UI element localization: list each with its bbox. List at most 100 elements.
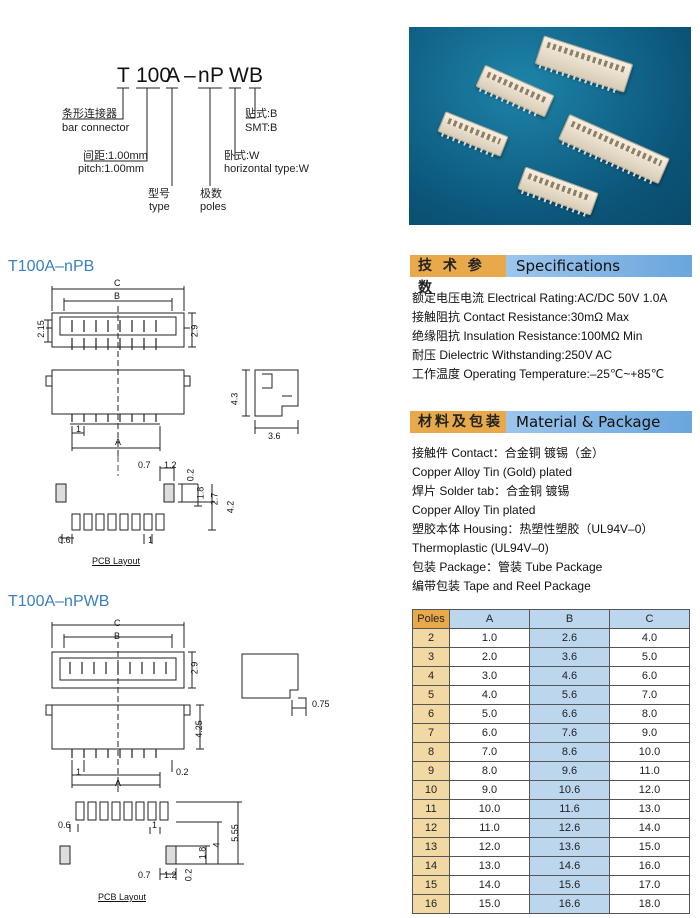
- table-cell: 12.0: [609, 780, 690, 800]
- table-cell: 10: [412, 780, 450, 800]
- specifications-list: 额定电压电流 Electrical Rating:AC/DC 50V 1.0A …: [412, 289, 667, 384]
- table-cell: 4.0: [449, 685, 530, 705]
- table-cell: 4: [412, 666, 450, 686]
- specifications-banner: 技 术 参 数 Specifications: [410, 255, 692, 296]
- table-cell: 2.6: [529, 628, 610, 648]
- table-cell: 6.0: [449, 723, 530, 743]
- npwb-dim-075: 0.75: [312, 699, 330, 709]
- note-pitch-cn: 间距:1.00mm: [83, 150, 148, 162]
- table-cell: 5.0: [449, 704, 530, 724]
- table-cell: 8.0: [449, 761, 530, 781]
- npb-pcb-layout-label: PCB Layout: [92, 556, 141, 566]
- table-cell: 8.0: [609, 704, 690, 724]
- note-bar-en: bar connector: [62, 122, 130, 134]
- table-cell: 6.0: [609, 666, 690, 686]
- material-list: 接触件 Contact：合金铜 镀锡（金） Copper Alloy Tin (…: [412, 444, 653, 596]
- npb-dim-c: C: [114, 278, 121, 288]
- table-cell: 16: [412, 894, 450, 914]
- table-cell: 15.0: [449, 894, 530, 914]
- section-title-npb: T100A–nPB: [8, 258, 95, 275]
- table-cell: 9: [412, 761, 450, 781]
- table-cell: 9.0: [609, 723, 690, 743]
- table-header-row: Poles A B C: [412, 609, 690, 629]
- connector-image-1: [534, 35, 634, 95]
- npwb-dim-12: 1.2: [164, 870, 177, 880]
- table-cell: 13.0: [609, 799, 690, 819]
- table-cell: 7.0: [449, 742, 530, 762]
- npwb-dim-555: 5.55: [229, 824, 240, 842]
- table-header-b: B: [529, 609, 610, 629]
- table-cell: 16.0: [609, 856, 690, 876]
- table-cell: 8: [412, 742, 450, 762]
- table-cell: 2.0: [449, 647, 530, 667]
- note-poles-en: poles: [200, 201, 227, 213]
- pn-seg-dash: –: [184, 64, 196, 87]
- note-horiz-cn: 卧式:W: [224, 150, 260, 162]
- table-cell: 14.6: [529, 856, 610, 876]
- npwb-dim-4: 4: [211, 842, 222, 848]
- table-cell: 4.0: [609, 628, 690, 648]
- table-cell: 9.0: [449, 780, 530, 800]
- spec-line: 耐压 Dielectric Withstanding:250V AC: [412, 348, 613, 362]
- spec-line: 额定电压电流 Electrical Rating:AC/DC 50V 1.0A: [412, 291, 668, 305]
- note-poles-cn: 极数: [200, 188, 222, 200]
- pn-seg-w: W: [229, 64, 249, 87]
- table-cell: 18.0: [609, 894, 690, 914]
- table-cell: 15: [412, 875, 450, 895]
- table-cell: 5.0: [609, 647, 690, 667]
- table-cell: 17.0: [609, 875, 690, 895]
- npb-dim-1: 1: [76, 424, 82, 434]
- note-type-cn: 型号: [148, 188, 170, 200]
- table-cell: 14.0: [449, 875, 530, 895]
- npwb-dim-a: A: [115, 778, 122, 788]
- drawing-npwb: [45, 622, 307, 880]
- table-cell: 12.0: [449, 837, 530, 857]
- connector-image-2: [475, 64, 555, 119]
- table-cell: 11.6: [529, 799, 610, 819]
- npb-dim-a: A: [115, 437, 122, 447]
- material-banner: 材料及包装 Material & Package: [410, 411, 692, 433]
- table-cell: 3: [412, 647, 450, 667]
- note-smt-en: SMT:B: [245, 122, 278, 134]
- material-line: Copper Alloy Tin (Gold) plated: [412, 465, 573, 479]
- table-cell: 11: [412, 799, 450, 819]
- npb-dim-02: 0.2: [185, 468, 196, 482]
- table-cell: 4.6: [529, 666, 610, 686]
- connector-image-4: [558, 113, 670, 185]
- table-cell: 6: [412, 704, 450, 724]
- npb-dim-215: 2.15: [35, 320, 46, 338]
- npb-dim-12: 1.2: [164, 460, 177, 470]
- table-cell: 16.6: [529, 894, 610, 914]
- npwb-dim-425: 4.25: [193, 720, 204, 738]
- material-banner-en: Material & Package: [506, 411, 692, 433]
- material-banner-cn: 材料及包装: [410, 411, 508, 433]
- table-cell: 8.6: [529, 742, 610, 762]
- table-header-a: A: [449, 609, 530, 629]
- table-cell: 3.6: [529, 647, 610, 667]
- specifications-banner-cn: 技 术 参 数: [410, 255, 508, 296]
- pn-seg-100: 100: [136, 64, 172, 87]
- npwb-dim-c: C: [114, 618, 121, 628]
- npb-dim-b: B: [114, 291, 121, 301]
- table-cell: 15.0: [609, 837, 690, 857]
- npb-dim-06: 0.6: [58, 535, 71, 545]
- table-cell: 14.0: [609, 818, 690, 838]
- table-cell: 10.0: [449, 799, 530, 819]
- pn-seg-n: n: [198, 64, 210, 87]
- spec-line: 接触阻抗 Contact Resistance:30mΩ Max: [412, 310, 630, 324]
- table-cell: 7.6: [529, 723, 610, 743]
- material-line: Thermoplastic (UL94V–0): [412, 541, 549, 555]
- table-cell: 13: [412, 837, 450, 857]
- table-cell: 13.6: [529, 837, 610, 857]
- pn-seg-p: P: [210, 64, 225, 87]
- npb-dim-07: 0.7: [138, 460, 151, 470]
- table-header-poles: Poles: [412, 609, 450, 629]
